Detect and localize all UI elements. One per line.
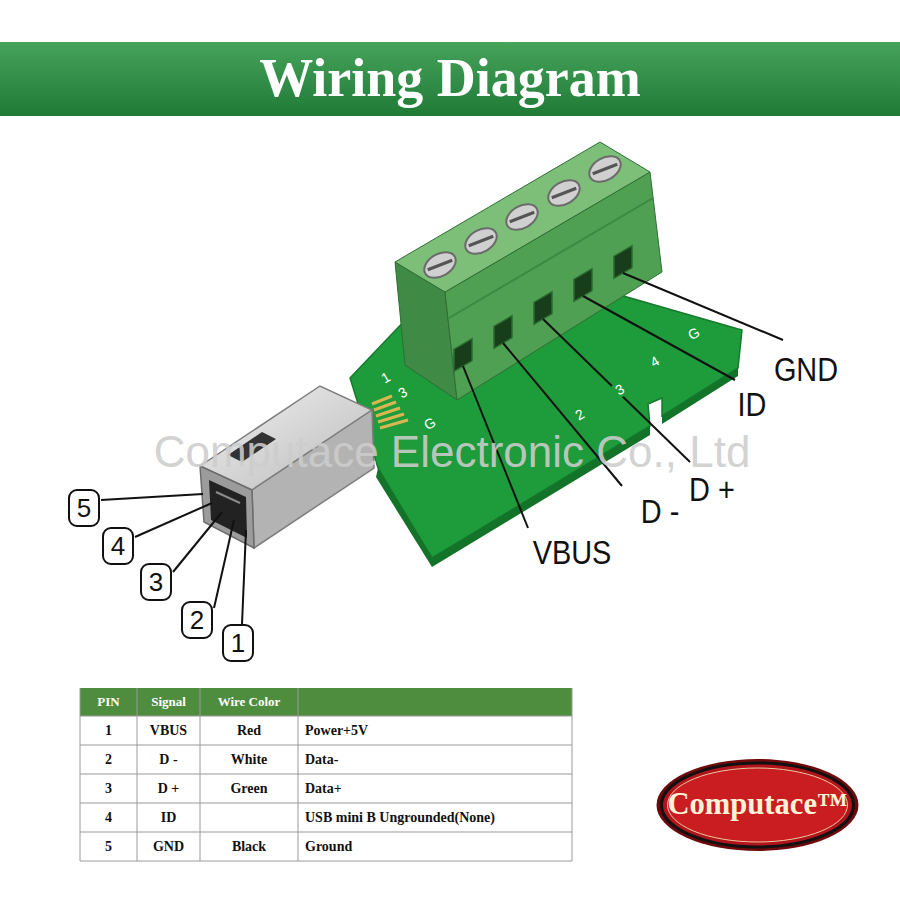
pin-table-grid-part-part xyxy=(80,803,572,804)
callout-number: 4 xyxy=(102,527,134,565)
silkscreen-mark: 2 xyxy=(571,405,589,424)
table-cell: D - xyxy=(137,745,200,774)
signal-name: ID xyxy=(738,386,767,423)
signal-name: VBUS xyxy=(533,534,612,571)
terminal-screws-part xyxy=(420,247,460,283)
signal-name: GND xyxy=(774,351,838,388)
logo-inner xyxy=(668,768,848,842)
pcb-board-part xyxy=(376,468,432,567)
terminal-screws xyxy=(420,151,625,283)
pin-table-grid-part-part xyxy=(572,688,573,861)
leader-lines-part xyxy=(135,503,212,537)
silkscreen-mark: 4 xyxy=(646,352,664,371)
callout-number: 2 xyxy=(181,601,213,639)
terminal-screws-part xyxy=(461,223,501,259)
pin-table-grid-part xyxy=(80,716,572,861)
table-cell: Green xyxy=(200,774,298,803)
leader-lines-part xyxy=(173,512,222,572)
table-cell: D + xyxy=(137,774,200,803)
terminal-screws-part-part xyxy=(552,185,577,201)
terminal-screws-part-part xyxy=(420,247,460,283)
signal-name: D - xyxy=(641,493,680,530)
table-cell: 1 xyxy=(80,716,137,745)
silkscreen-mark: 1 xyxy=(377,368,395,387)
terminal-screws-part-part xyxy=(593,161,618,177)
title-banner-part xyxy=(0,42,900,116)
silkscreen-mark: 3 xyxy=(394,383,412,402)
table-cell: Ground xyxy=(298,832,572,861)
logo-badge: Computace™ xyxy=(655,757,860,853)
pin-table-grid-part-part xyxy=(298,688,299,861)
mini-usb-plug-part xyxy=(209,480,247,538)
table-header-cell: Signal xyxy=(137,688,200,716)
callout-number: 1 xyxy=(222,624,254,662)
table-cell: GND xyxy=(137,832,200,861)
table-cell: Power+5V xyxy=(298,716,572,745)
watermark: Computace Electronic Co., Ltd xyxy=(154,428,751,476)
silkscreen-mark: G xyxy=(684,324,705,345)
table-cell: VBUS xyxy=(137,716,200,745)
leader-lines xyxy=(101,273,783,624)
terminal-screws-part-part xyxy=(510,209,535,225)
terminal-screws-part-part xyxy=(502,199,542,235)
callout-number: 5 xyxy=(68,489,100,527)
logo-ring xyxy=(657,759,859,851)
pin-table-grid xyxy=(80,688,572,861)
table-cell: USB mini B Ungrounded(None) xyxy=(298,803,572,832)
silkscreen-mark: 3 xyxy=(611,380,629,399)
terminal-screws-part-part xyxy=(428,257,453,273)
leader-lines-part xyxy=(583,296,735,380)
table-cell: ID xyxy=(137,803,200,832)
table-cell: 2 xyxy=(80,745,137,774)
terminal-screws-part-part xyxy=(544,175,584,211)
table-cell: White xyxy=(200,745,298,774)
table-cell: Data- xyxy=(298,745,572,774)
pin-table-grid-part xyxy=(80,688,572,861)
pin-table-grid-part xyxy=(80,688,572,716)
logo-text: Computace™ xyxy=(667,788,847,822)
pcb-pads-part xyxy=(374,402,396,410)
terminal-screws-part xyxy=(544,175,584,211)
pin-table-grid-part-part xyxy=(80,861,572,862)
pin-table-grid-part-part xyxy=(80,832,572,833)
table-cell: 4 xyxy=(80,803,137,832)
pin-table-grid-part-part xyxy=(80,745,572,746)
terminal-screws-part-part xyxy=(585,151,625,187)
callout-number: 3 xyxy=(140,563,172,601)
title-banner xyxy=(0,42,900,116)
table-cell: 5 xyxy=(80,832,137,861)
terminal-block-part xyxy=(395,142,650,292)
table-cell: Red xyxy=(200,716,298,745)
table-cell: 3 xyxy=(80,774,137,803)
pin-table-grid-part-part xyxy=(80,774,572,775)
signal-name: D + xyxy=(689,471,735,508)
diagram-title: Wiring Diagram xyxy=(259,49,640,108)
leader-lines-part xyxy=(101,494,203,500)
terminal-block xyxy=(395,142,662,400)
pcb-pads-part xyxy=(372,396,392,404)
leader-lines-part xyxy=(242,530,246,624)
pin-table-grid-part-part xyxy=(200,688,201,861)
terminal-screws-part xyxy=(502,199,542,235)
pcb-pads-part xyxy=(380,420,408,428)
leader-lines-part xyxy=(623,273,783,340)
terminal-screws-part xyxy=(585,151,625,187)
pin-table-grid-part-part xyxy=(137,688,138,861)
mini-usb-plug-part xyxy=(216,492,240,503)
table-header-cell: Wire Color xyxy=(200,688,298,716)
table-cell: Data+ xyxy=(298,774,572,803)
table-header-cell: PIN xyxy=(80,688,137,716)
terminal-screws-part-part xyxy=(469,233,494,249)
leader-lines-part xyxy=(214,520,234,608)
table-cell: Black xyxy=(200,832,298,861)
pin-table-grid-part-part xyxy=(80,716,572,717)
logo-fill xyxy=(662,763,854,847)
pin-table-grid-part-part xyxy=(80,688,81,861)
terminal-screws-part-part xyxy=(461,223,501,259)
